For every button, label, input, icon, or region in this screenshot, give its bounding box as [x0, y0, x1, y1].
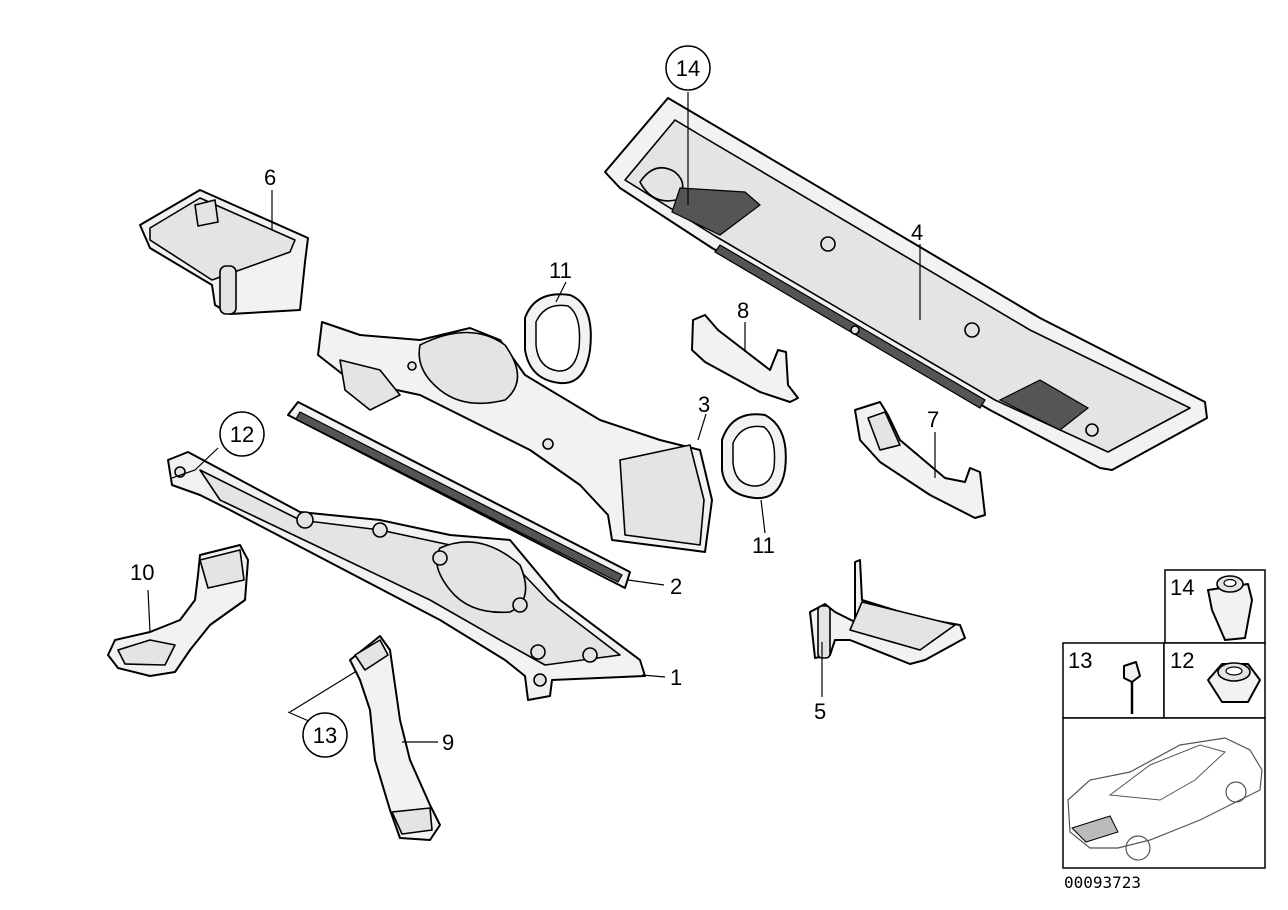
part-4-cowl-panel[interactable]: [604, 97, 1208, 471]
svg-text:14: 14: [676, 56, 700, 81]
callout-10: 10: [130, 560, 154, 585]
callout-11-upper: 11: [549, 258, 572, 283]
hex-nut-icon: [1207, 662, 1261, 703]
callout-1: 1: [670, 665, 682, 690]
part-3-duct-housing[interactable]: [317, 321, 713, 553]
car-outline-icon: [1067, 737, 1263, 861]
legend-label-12: 12: [1170, 648, 1194, 673]
catalog-number: 00093723: [1064, 873, 1141, 892]
callout-11-lower: 11: [752, 533, 775, 558]
legend-label-14: 14: [1170, 575, 1194, 600]
leader-lines: [147, 92, 936, 743]
part-7-bracket[interactable]: [854, 401, 986, 519]
callout-4: 4: [911, 220, 923, 245]
part-1-bulkhead-panel[interactable]: [167, 451, 646, 701]
legend-label-13: 13: [1068, 648, 1092, 673]
part-10-left-air-duct[interactable]: [107, 544, 249, 677]
callout-12-circle: 12: [219, 411, 265, 457]
callout-3: 3: [698, 392, 710, 417]
clip-nut-icon: [1207, 575, 1253, 641]
svg-text:12: 12: [230, 422, 254, 447]
part-11-seal-lower[interactable]: [721, 413, 787, 500]
callout-9: 9: [442, 730, 454, 755]
callout-2: 2: [670, 574, 682, 599]
part-9-vertical-duct[interactable]: [349, 635, 441, 841]
hardware-legend: 14 13 12: [1062, 569, 1266, 869]
svg-text:13: 13: [313, 723, 337, 748]
part-5-right-duct[interactable]: [809, 559, 966, 665]
part-2-filter-strip[interactable]: [287, 401, 631, 589]
callout-labels: 6 4 11 8 3 7 11 2 1 5 10 9 14 12 13: [130, 45, 939, 758]
part-8-bracket[interactable]: [691, 314, 799, 403]
callout-13-circle: 13: [302, 712, 348, 758]
rivet-icon: [1123, 661, 1141, 714]
part-6-left-duct[interactable]: [139, 189, 309, 315]
callout-14-circle: 14: [665, 45, 711, 91]
callout-6: 6: [264, 165, 276, 190]
callout-7: 7: [927, 407, 939, 432]
part-11-seal-upper[interactable]: [524, 293, 592, 385]
callout-8: 8: [737, 298, 749, 323]
callout-5: 5: [814, 699, 826, 724]
